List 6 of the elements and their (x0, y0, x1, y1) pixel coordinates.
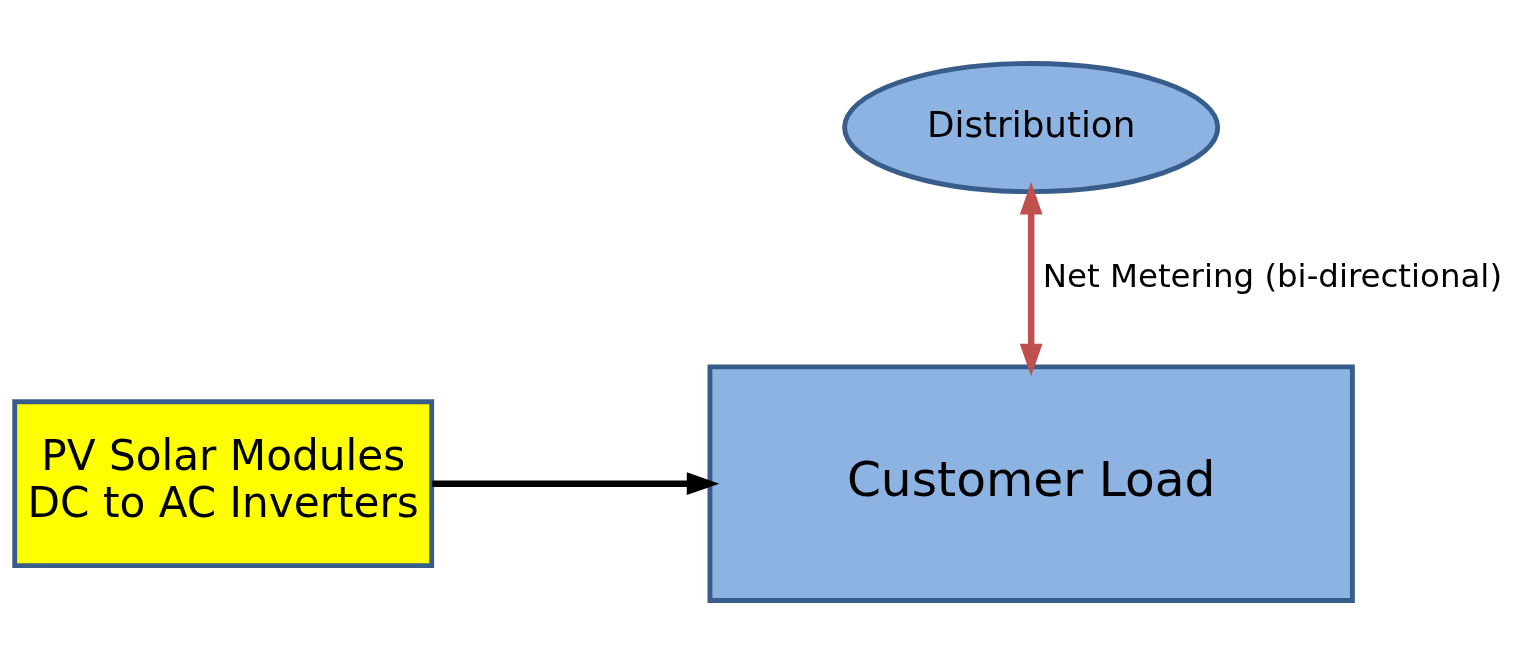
arrow (1019, 182, 1043, 377)
edge-label: Net Metering (bi-directional) (1042, 257, 1503, 296)
node-ellipse: Distribution (842, 61, 1221, 195)
node-box: PV Solar Modules DC to AC Inverters (12, 399, 435, 569)
arrow (432, 472, 720, 496)
node-box: Customer Load (707, 364, 1355, 603)
